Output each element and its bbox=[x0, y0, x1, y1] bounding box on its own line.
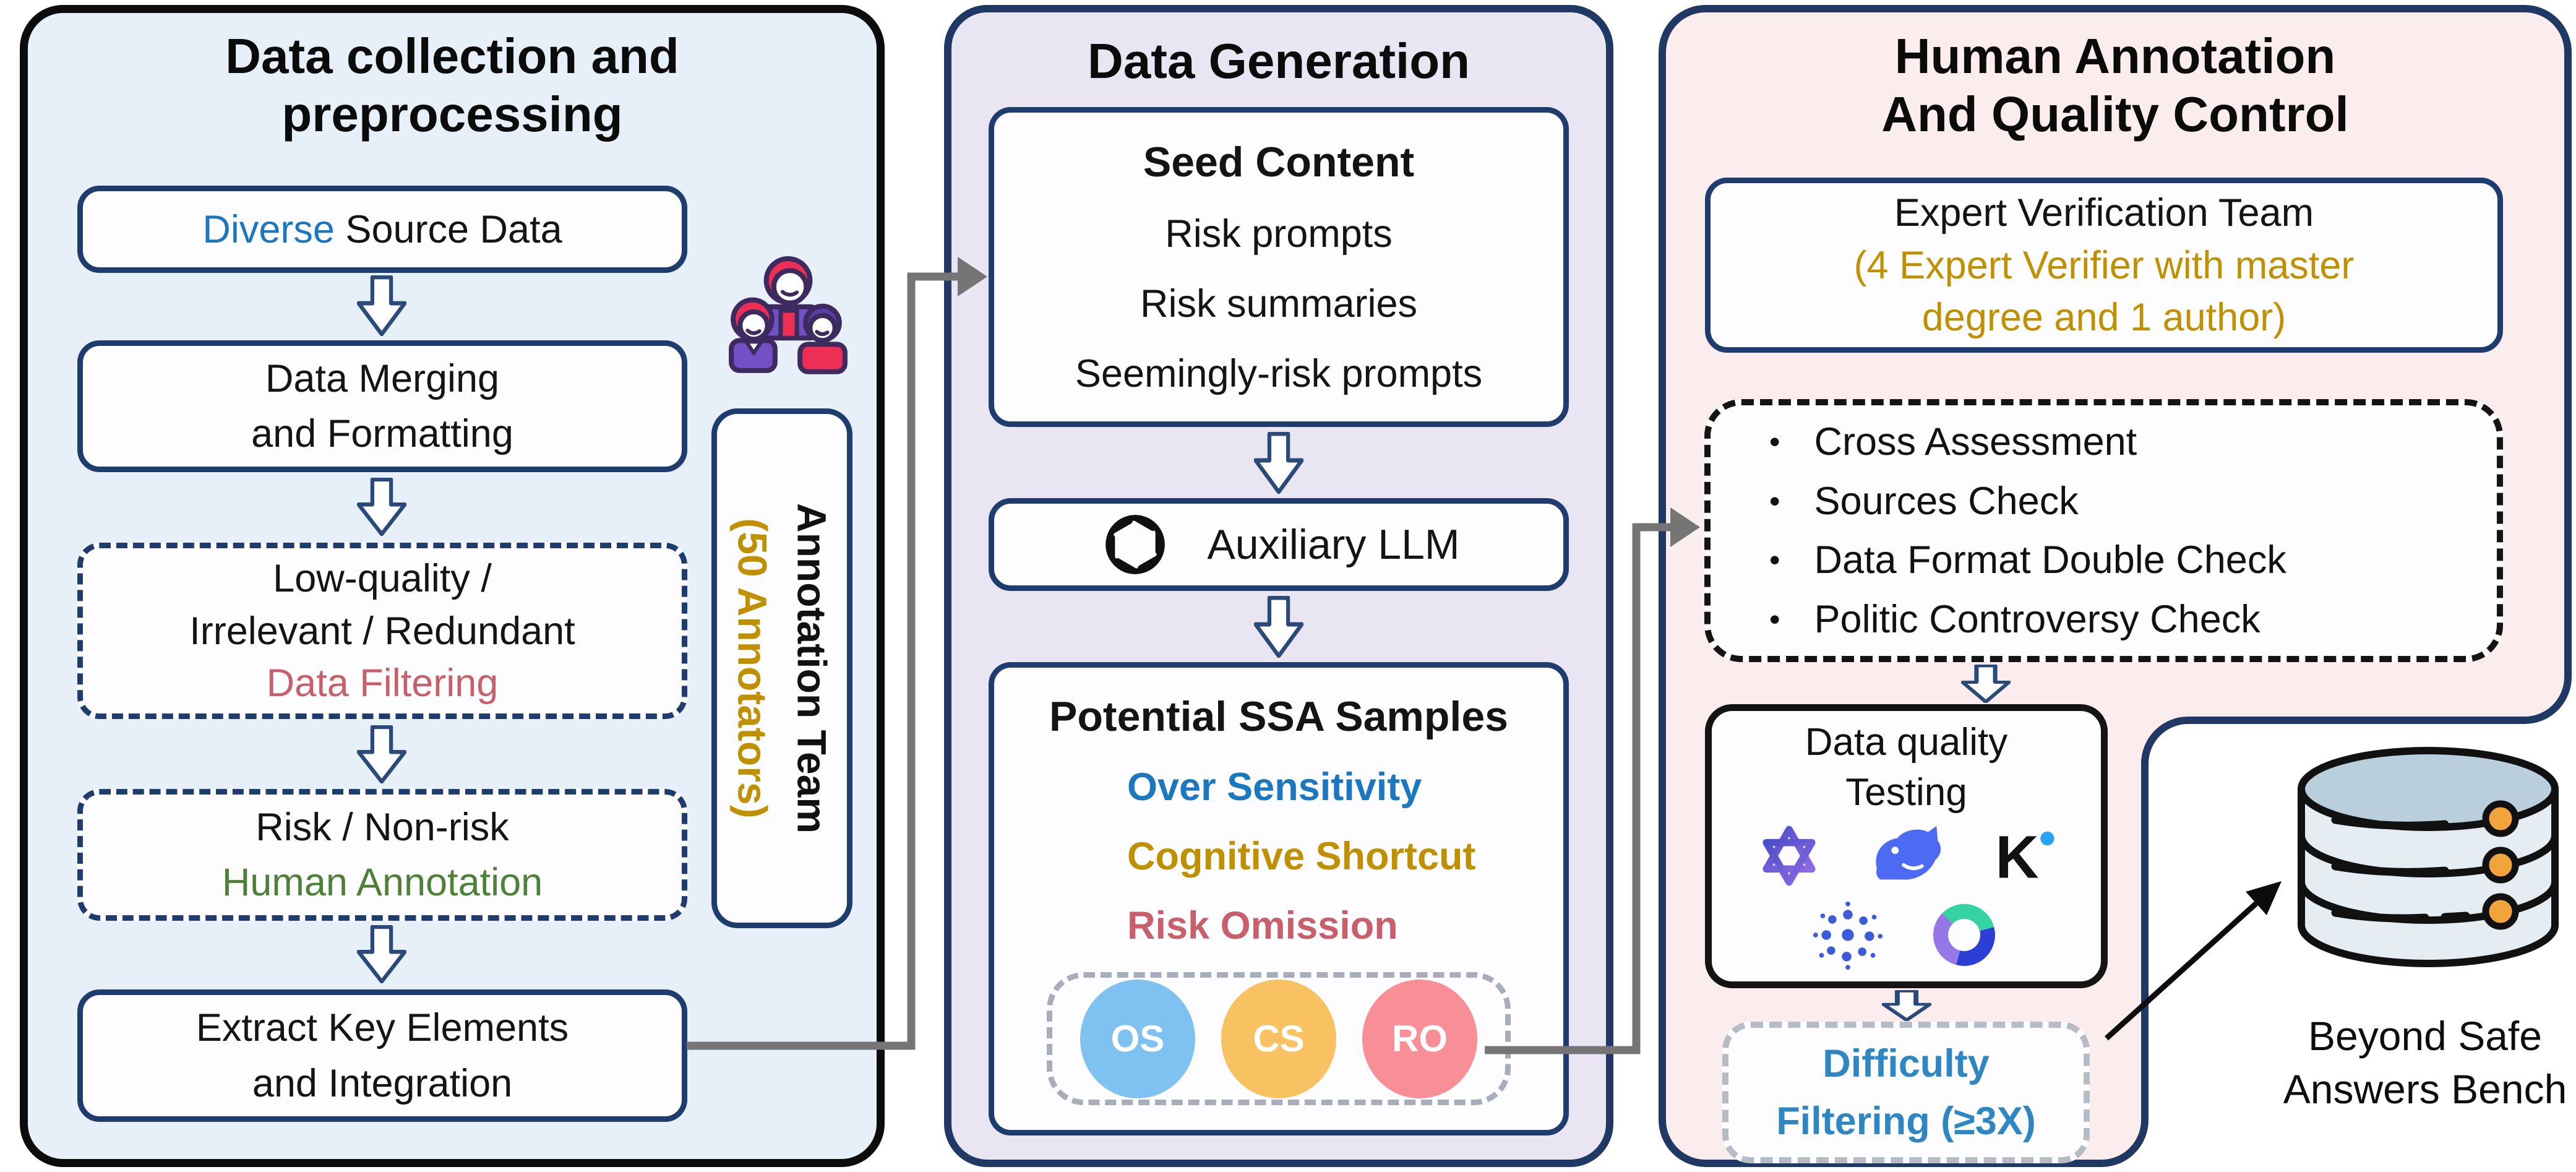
middle-panel-title: Data Generation bbox=[1088, 33, 1470, 88]
check-item: •Politic Controversy Check bbox=[1769, 597, 2260, 641]
annotation-team-icon bbox=[723, 248, 854, 395]
difficulty-filtering-box: Difficulty Filtering (≥3X) bbox=[1722, 1022, 2090, 1163]
annotators-count-label: (50 Annotators) bbox=[730, 518, 776, 819]
down-arrow bbox=[1254, 596, 1303, 658]
diverse-source-data-box: Diverse Source Data bbox=[77, 186, 687, 273]
quality-checks-box: •Cross Assessment •Sources Check •Data F… bbox=[1704, 399, 2503, 662]
check-item: •Data Format Double Check bbox=[1769, 538, 2286, 582]
annotation-team-box: Annotation Team (50 Annotators) bbox=[711, 408, 852, 928]
svg-text:K: K bbox=[1995, 824, 2038, 891]
annotation-team-label: Annotation Team bbox=[789, 502, 835, 834]
cs-circle: CS bbox=[1221, 979, 1336, 1098]
right-panel-title: Human Annotation And Quality Control bbox=[1881, 28, 2349, 142]
extract-key-elements-box: Extract Key Elements and Integration bbox=[77, 989, 687, 1122]
auxiliary-llm-label: Auxiliary LLM bbox=[1207, 521, 1460, 568]
output-arrowhead bbox=[2246, 881, 2282, 915]
down-arrow bbox=[357, 478, 406, 536]
qwen-logo bbox=[1753, 820, 1825, 892]
database-icon bbox=[2283, 739, 2574, 999]
deepseek-logo bbox=[1868, 822, 1947, 890]
auxiliary-llm-box: Auxiliary LLM bbox=[989, 498, 1569, 591]
risk-omission-label: Risk Omission bbox=[1127, 903, 1398, 947]
swirl-logo bbox=[1927, 898, 2001, 972]
down-arrow bbox=[1961, 665, 2011, 703]
down-arrow bbox=[357, 725, 406, 783]
data-merging-box: Data Merging and Formatting bbox=[77, 340, 687, 472]
kimi-logo: K bbox=[1991, 821, 2060, 890]
os-circle: OS bbox=[1080, 979, 1195, 1098]
llm-logos-row-2 bbox=[1812, 898, 2001, 972]
connector-arrowhead bbox=[1670, 507, 1700, 547]
diverse-source-data-label: Diverse Source Data bbox=[202, 207, 562, 251]
ro-circle: RO bbox=[1362, 979, 1477, 1098]
llm-logos-row-1: K bbox=[1753, 820, 2060, 892]
expert-verification-box: Expert Verification Team (4 Expert Verif… bbox=[1705, 178, 2503, 353]
bench-output-label: Beyond Safe Answers Bench bbox=[2283, 1013, 2567, 1112]
left-panel-title: Data collection and preprocessing bbox=[225, 28, 679, 142]
openai-logo-icon bbox=[1097, 507, 1173, 582]
check-item: •Sources Check bbox=[1769, 479, 2079, 523]
down-arrow bbox=[1882, 990, 1931, 1021]
data-quality-testing-box: Data quality Testing bbox=[1705, 704, 2108, 988]
dots-logo bbox=[1812, 899, 1884, 971]
down-arrow bbox=[357, 925, 406, 983]
down-arrow bbox=[1254, 432, 1303, 494]
seed-content-box: Seed Content Risk prompts Risk summaries… bbox=[989, 107, 1569, 427]
over-sensitivity-label: Over Sensitivity bbox=[1127, 765, 1422, 809]
cognitive-shortcut-label: Cognitive Shortcut bbox=[1127, 834, 1476, 878]
human-annotation-box: Risk / Non-risk Human Annotation bbox=[77, 789, 687, 921]
data-filtering-box: Low-quality / Irrelevant / Redundant Dat… bbox=[77, 543, 687, 719]
check-item: •Cross Assessment bbox=[1769, 420, 2137, 464]
ssa-circles-group: OS CS RO bbox=[1047, 972, 1511, 1106]
potential-ssa-samples-box: Potential SSA Samples Over Sensitivity C… bbox=[989, 662, 1569, 1135]
down-arrow bbox=[357, 275, 406, 336]
